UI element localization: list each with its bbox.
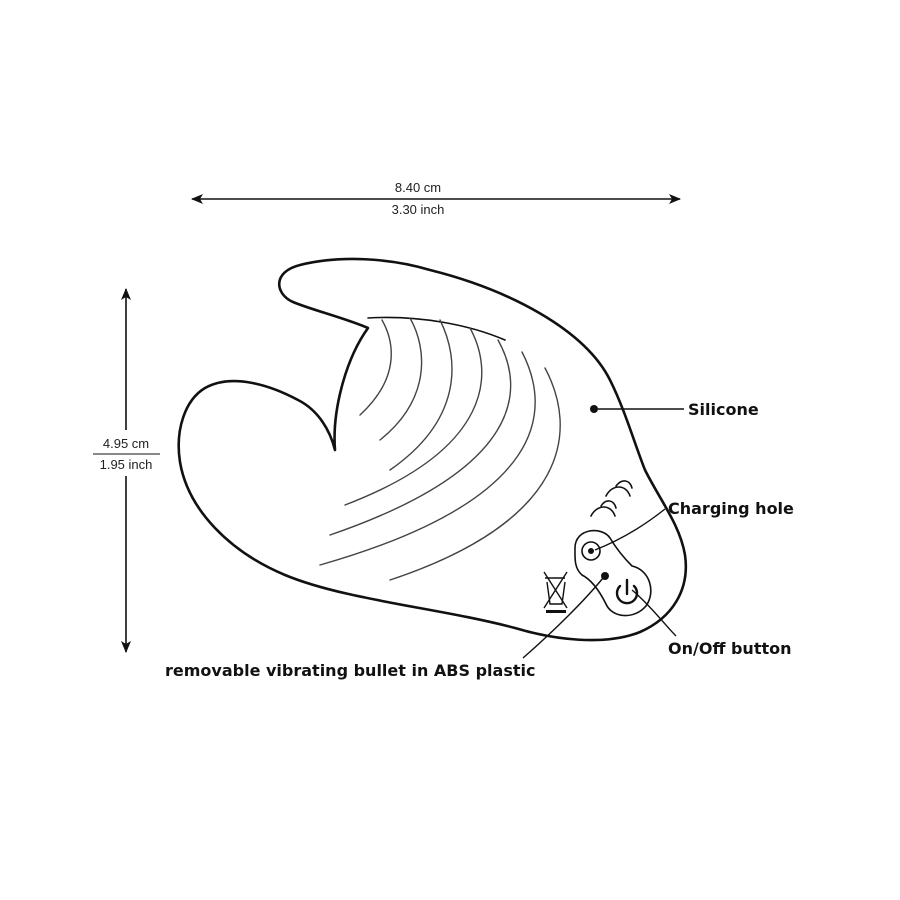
silicone-dot [590,405,598,413]
height-label-mask [86,430,166,476]
vibration-waves-icon [590,480,633,517]
rib-1 [359,319,392,416]
on-off-label: On/Off button [668,639,792,658]
bullet-housing [574,529,652,617]
inner-cup-lip [367,316,506,341]
rib-5 [329,339,512,536]
rib-6 [319,351,536,566]
bullet-outline [574,529,652,617]
power-icon[interactable] [615,578,639,605]
rib-3 [389,319,453,471]
bullet-leader [522,577,604,659]
rib-7 [389,367,561,581]
bullet-label: removable vibrating bullet in ABS plasti… [165,661,535,680]
callout-on-off-button: On/Off button [631,589,792,658]
height-cm-label: 4.95 cm [103,436,149,451]
on-off-leader [631,589,677,637]
product-body [177,257,688,642]
product-outline [177,257,688,642]
height-inch-label: 1.95 inch [100,457,153,472]
silicone-label: Silicone [688,400,759,419]
callout-charging-hole: Charging hole [594,499,794,551]
height-dimension: 4.95 cm 1.95 inch [86,288,166,653]
weee-bin-icon [543,571,568,613]
rib-2 [379,317,423,441]
charging-hole-label: Charging hole [668,499,794,518]
charging-port-icon [581,541,601,561]
width-dimension: 8.40 cm 3.30 inch [191,180,681,217]
width-inch-label: 3.30 inch [392,202,445,217]
callout-bullet: removable vibrating bullet in ABS plasti… [165,577,604,680]
callout-silicone: Silicone [590,400,759,419]
charging-hole-leader [594,508,666,551]
width-cm-label: 8.40 cm [395,180,441,195]
rib-4 [344,327,483,506]
